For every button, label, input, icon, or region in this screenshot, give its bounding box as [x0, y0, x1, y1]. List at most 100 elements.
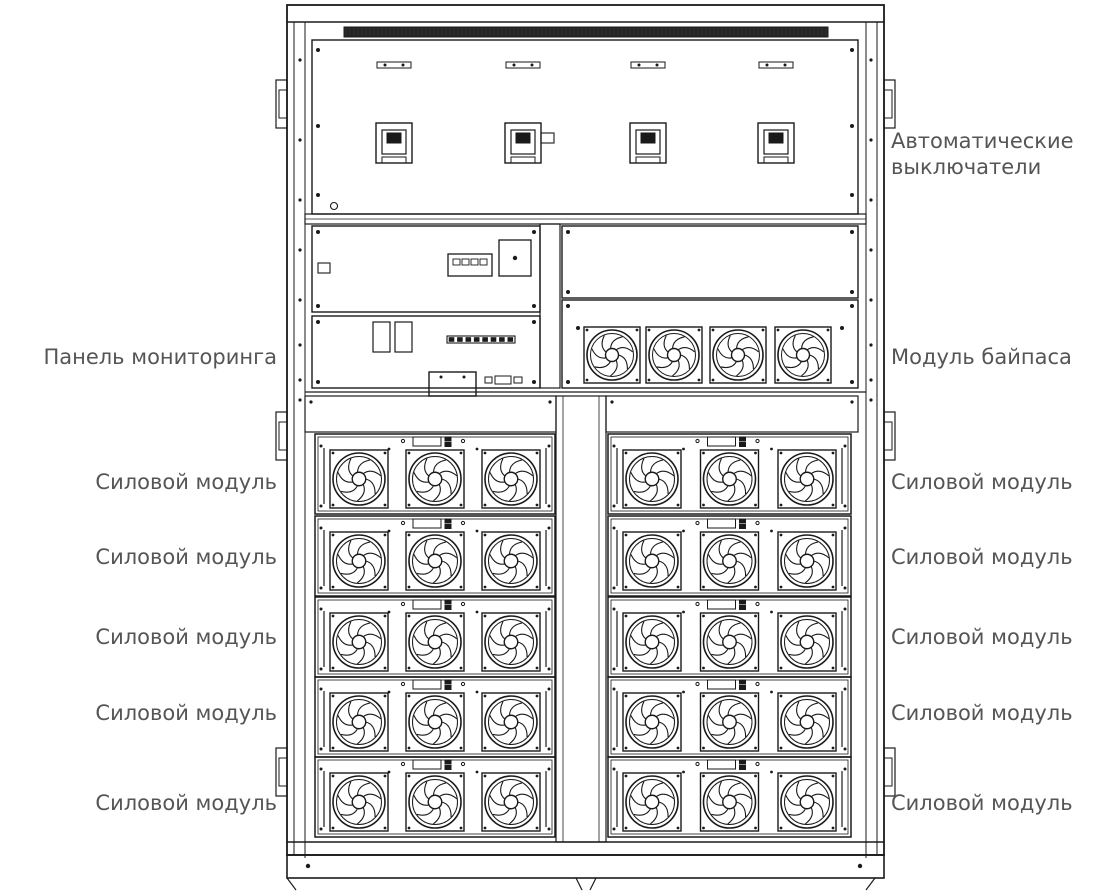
panel-screw: [850, 124, 854, 128]
fan: [622, 692, 682, 752]
module-screw: [843, 827, 847, 831]
fan-screw: [624, 614, 628, 618]
fan-ring-inner: [784, 699, 830, 745]
module-led: [695, 681, 700, 687]
fan: [774, 326, 832, 384]
fan-ring-inner: [412, 779, 458, 825]
fan-blade: [813, 801, 824, 818]
fan-blade: [630, 795, 647, 806]
module-screw: [547, 667, 551, 671]
fan-blade: [804, 702, 819, 716]
module-led: [400, 681, 406, 687]
fan-blade: [788, 728, 806, 736]
fan-blade: [655, 713, 675, 720]
fan-ring-inner: [706, 619, 753, 665]
fan-blade: [432, 459, 447, 473]
fan-blade: [649, 807, 658, 825]
fan-blade: [785, 715, 802, 726]
breaker-base: [763, 156, 789, 164]
fan-frame: [622, 692, 682, 752]
breaker-window: [381, 129, 407, 155]
fan-blade: [736, 560, 747, 577]
fan-screw: [779, 666, 783, 670]
fan-screw: [761, 378, 765, 382]
fan-blade: [492, 485, 510, 493]
plate-screw: [850, 400, 854, 404]
module-screw: [682, 690, 685, 694]
fan-blade: [362, 793, 382, 800]
hinge-knuckle: [883, 421, 893, 451]
monitoring-card: [498, 239, 532, 277]
module-frame: [607, 433, 852, 515]
monitoring-port: [470, 258, 479, 266]
module-button: [444, 685, 452, 690]
fan: [405, 612, 465, 672]
fan-screw: [331, 503, 335, 507]
power-module-left-2: [314, 515, 556, 597]
module-frame: [314, 433, 556, 515]
hinge-plate: [275, 411, 288, 461]
module-display: [707, 436, 736, 447]
fan-ring: [484, 615, 538, 669]
label-power-module-left-1: Силовой модуль: [95, 470, 277, 494]
fan-blade: [727, 622, 741, 636]
fan-hub: [722, 794, 737, 810]
module-screw: [612, 607, 616, 611]
breaker: [629, 61, 667, 164]
fan-screw: [535, 503, 539, 507]
fan-blade: [733, 793, 752, 800]
fan-blade: [788, 808, 806, 816]
fan-screw: [702, 774, 705, 778]
fan-blade: [707, 795, 724, 806]
fan-screw: [383, 533, 387, 537]
fan-blade: [356, 727, 365, 745]
monitoring-port: [461, 258, 470, 266]
terminal: [499, 337, 505, 342]
fan-screw: [779, 614, 783, 618]
center-post-upper: [539, 223, 561, 389]
module-screw: [319, 586, 323, 590]
fan-blade: [810, 713, 830, 720]
fan-blade: [441, 478, 452, 495]
label-power-module-left-2: Силовой модуль: [95, 545, 277, 569]
fan-blade: [804, 807, 813, 825]
fan-screw: [826, 378, 830, 382]
fan-frame: [622, 772, 682, 832]
fan-blade: [649, 702, 664, 716]
fan-blade: [432, 702, 447, 716]
fan-blade: [508, 807, 517, 825]
fan-screw: [702, 451, 705, 455]
fan-blade: [633, 648, 651, 656]
label-power-module-right-5: Силовой модуль: [891, 791, 1073, 815]
fan-blade: [441, 801, 452, 818]
fan-ring: [332, 534, 386, 588]
monitoring-upper-frame: [311, 225, 541, 313]
panel-screw: [850, 48, 854, 52]
fan-ring: [332, 615, 386, 669]
module-led: [755, 520, 760, 526]
module-display: [707, 679, 736, 690]
panel-screw: [566, 380, 570, 384]
breaker-bracket: [505, 61, 541, 69]
fan-screw: [331, 533, 335, 537]
fan-screw: [831, 585, 835, 589]
fan-blade: [655, 633, 675, 640]
breaker-base: [381, 156, 407, 164]
fan-blade: [733, 713, 752, 720]
fan-ring: [702, 775, 757, 829]
breaker-window: [763, 129, 789, 155]
fan-screw: [702, 585, 705, 589]
fan-frame: [481, 612, 541, 672]
module-led: [695, 601, 700, 607]
fan-frame: [405, 612, 465, 672]
label-breakers: Автоматические выключатели: [891, 129, 1074, 180]
module-screw: [547, 526, 551, 530]
fan-blade: [348, 458, 354, 477]
fan-blade: [649, 647, 658, 665]
module-screw: [319, 607, 323, 611]
fan-blade: [337, 715, 354, 726]
fan-blade: [432, 541, 447, 555]
fan-blade: [707, 472, 724, 483]
fan: [699, 692, 760, 752]
fan: [645, 326, 703, 384]
